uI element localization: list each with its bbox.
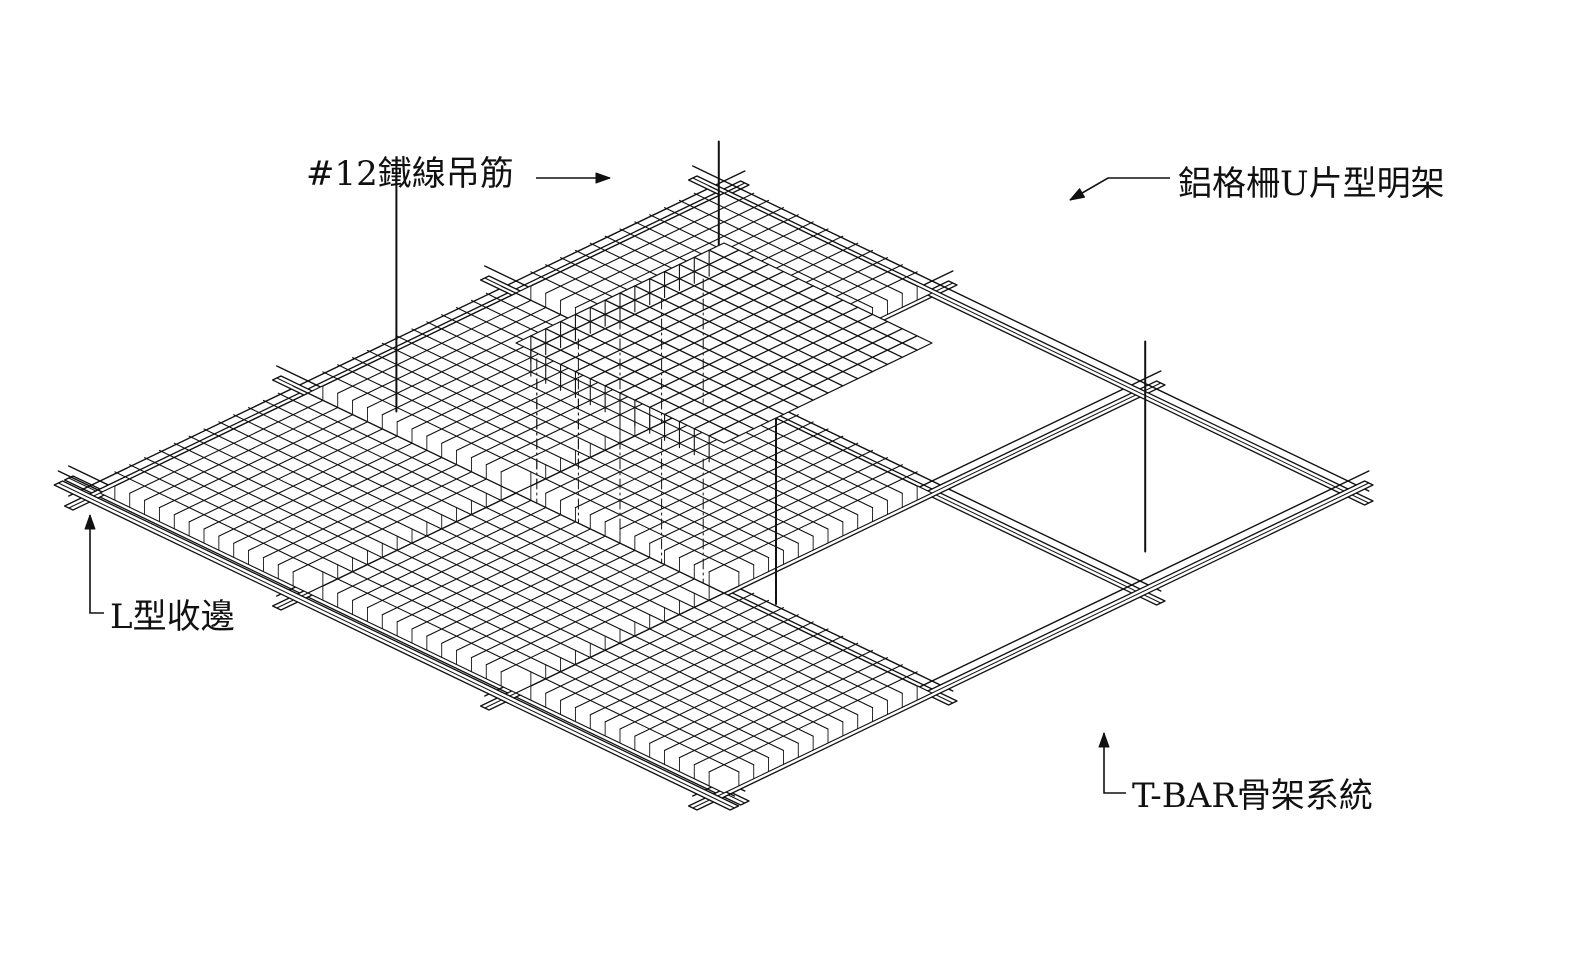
- grille-panel: [515, 585, 933, 794]
- grille-blade: [649, 442, 859, 544]
- grille-module-leader: [1069, 177, 1170, 201]
- floating-grille-blade: [649, 306, 859, 408]
- leader-lines: [84, 172, 1170, 794]
- floating-grille-blade: [708, 335, 918, 437]
- grille-blade: [426, 521, 636, 623]
- grille-blade: [233, 414, 443, 516]
- grille-blade: [693, 464, 903, 566]
- grille-module-label: 鋁格柵U片型明架: [1178, 164, 1445, 204]
- grille-blade: [500, 571, 710, 673]
- grille-blade: [649, 642, 859, 744]
- grille-blade: [233, 442, 443, 544]
- grille-blade: [218, 435, 428, 537]
- hanger-wire-label: #12鐵線吊筋: [306, 154, 514, 194]
- floating-grille-blade: [649, 278, 859, 380]
- grille-blade: [441, 514, 651, 616]
- grille-blade: [693, 192, 903, 294]
- floating-grille-blade: [634, 285, 844, 387]
- grille-blade: [277, 392, 487, 494]
- grille-blade: [678, 457, 888, 559]
- grille-blade: [708, 671, 918, 773]
- edge-trim-leader: [84, 514, 104, 614]
- leader-line: [1069, 177, 1170, 201]
- tbar-system-label: T-BAR骨架系統: [1132, 776, 1373, 816]
- floating-grille-blade: [619, 292, 829, 394]
- grille-blade: [411, 528, 621, 630]
- grille-blade: [693, 592, 903, 694]
- floating-grille-blade: [634, 299, 844, 401]
- leader-line: [89, 515, 104, 614]
- grille-blade: [634, 621, 844, 723]
- grille-blade: [470, 499, 680, 601]
- tbar-web-base: [57, 482, 735, 809]
- grille-blade: [277, 464, 487, 566]
- floating-grille-blade: [708, 249, 918, 351]
- floating-grille-blade: [678, 263, 889, 366]
- grille-blade: [426, 535, 636, 637]
- floating-grille-blade: [678, 320, 889, 423]
- hanger-wire-leader: [536, 172, 611, 184]
- grille-blade: [678, 199, 888, 301]
- leader-arrowhead: [1098, 732, 1110, 748]
- floating-grille-module: [515, 242, 933, 584]
- grille-blade: [411, 328, 621, 430]
- grille-blade: [634, 635, 844, 737]
- grille-blade: [292, 471, 502, 573]
- grille-blade: [456, 549, 666, 651]
- grille-blade: [619, 628, 829, 730]
- leader-arrowhead: [1069, 188, 1086, 201]
- grille-blade: [485, 564, 695, 666]
- grille-blade: [664, 449, 874, 551]
- grille-blade: [649, 414, 859, 516]
- leader-arrowhead: [595, 172, 611, 184]
- grille-blade: [649, 614, 859, 716]
- edge-trim-label: L型收邊: [110, 597, 235, 637]
- floating-grille-blade: [663, 270, 874, 373]
- grille-blade: [708, 471, 918, 573]
- grille-blade: [262, 457, 472, 559]
- grille-blade: [262, 399, 472, 501]
- grille-blade: [218, 421, 428, 523]
- grille-blade: [619, 428, 829, 530]
- grille-blade: [678, 599, 888, 701]
- grille-blade: [708, 585, 918, 687]
- grille-blade: [634, 435, 844, 537]
- tbar-web-top: [68, 170, 746, 497]
- grille-blade: [441, 542, 651, 644]
- leader-line: [1103, 733, 1126, 794]
- grille-blade: [470, 557, 680, 659]
- tbar-system-leader: [1098, 732, 1126, 794]
- grille-blade: [203, 428, 413, 530]
- grille-blade: [456, 507, 666, 609]
- tbar-web-top: [692, 165, 1370, 492]
- floating-grille-blade: [663, 313, 874, 416]
- grille-blade: [248, 449, 458, 551]
- grille-blade: [634, 421, 844, 523]
- grille-blade: [693, 664, 903, 766]
- grille-blade: [248, 407, 458, 509]
- floating-grille-blade: [693, 256, 903, 358]
- grille-blade: [664, 607, 874, 709]
- floating-grille-blade: [693, 328, 903, 430]
- grille-blade: [678, 657, 888, 759]
- grille-blade: [708, 185, 918, 287]
- grille-blade: [664, 207, 874, 309]
- grille-blade: [485, 492, 695, 594]
- leader-arrowhead: [84, 514, 96, 530]
- grille-blade: [664, 649, 874, 751]
